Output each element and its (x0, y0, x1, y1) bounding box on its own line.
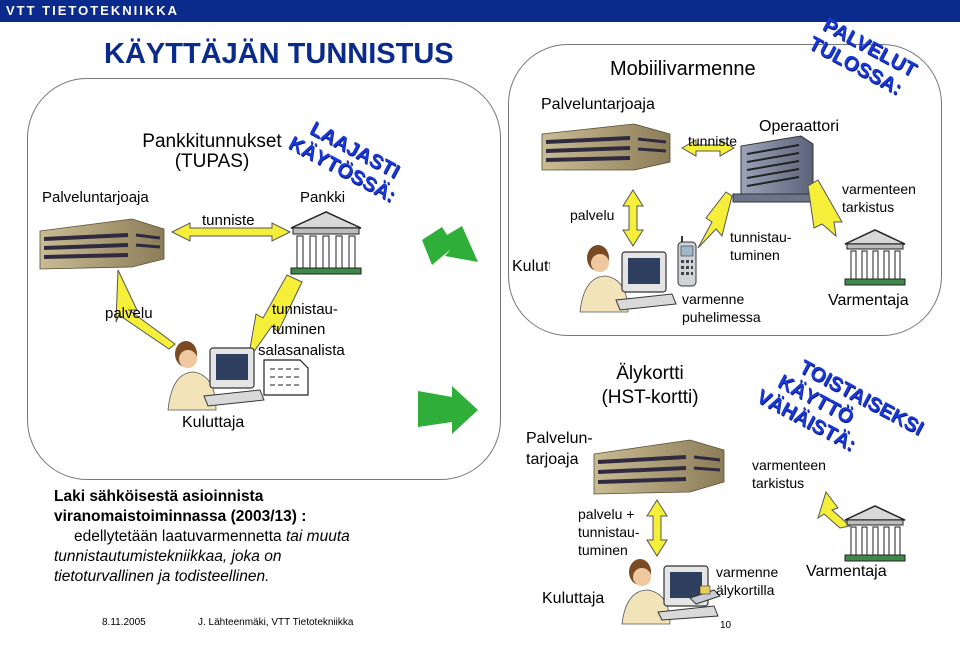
mobile-identifier-arrow (680, 139, 736, 157)
smartcard-service-provider: Palvelun- tarjoaja (526, 428, 593, 470)
smartcard-service-auth-line1: palvelu + (578, 506, 635, 522)
mobile-cert-phone-line1: varmenne (682, 291, 745, 307)
office-building-icon (593, 439, 725, 495)
mobile-operator-label: Operaattori (759, 118, 840, 135)
tupas-user-label: Kuluttaja (182, 414, 245, 431)
user-computer-icon (579, 245, 677, 313)
mobile-auth-arrow (697, 191, 733, 249)
mobile-cert-check-line1: varmenteen (842, 181, 916, 197)
mobile-auth-line1: tunnistau- (730, 229, 792, 245)
smartcard-service-provider-line2: tarjoaja (526, 451, 579, 468)
mobile-identifier-label: tunniste (688, 133, 738, 149)
law-line4: tunnistautumistekniikkaa, joka on (54, 547, 474, 567)
smartcard-service-auth-line2: tunnistau- (578, 524, 640, 540)
smartcard-cert-card-line2: älykortilla (716, 582, 775, 598)
tupas-title: Pankkitunnukset (TUPAS) (122, 132, 302, 172)
header-bar (0, 0, 960, 22)
tupas-auth-line2: tuminen (272, 321, 326, 338)
smartcard-cert-card-label: varmenne älykortilla (716, 563, 778, 599)
smartcard-cert-check-label: varmenteen tarkistus (752, 456, 826, 492)
mobile-phone-icon (677, 236, 697, 287)
law-line3: edellytetään laatuvarmennetta tai muuta (54, 527, 474, 547)
mobile-user-label: Kuluttaja (512, 258, 550, 275)
tupas-title-line2: (TUPAS) (174, 151, 250, 172)
law-line3-italic: tai muuta (285, 528, 350, 545)
footer-author: J. Lähteenmäki, VTT Tietotekniikka (198, 617, 354, 628)
org-name: VTT TIETOTEKNIIKKA (6, 3, 179, 18)
mobile-service-label: palvelu (570, 207, 615, 223)
mobile-cert-check-label: varmenteen tarkistus (842, 180, 916, 216)
smartcard-service-arrow (646, 499, 668, 557)
transition-arrow-2 (418, 386, 478, 434)
mobile-cert-phone-line2: puhelimessa (682, 309, 761, 325)
office-building-icon (39, 218, 165, 270)
tupas-identifier-label: tunniste (202, 212, 255, 229)
smartcard-service-auth-line3: tuminen (578, 542, 628, 558)
smartcard-cert-check-line2: tarkistus (752, 475, 805, 491)
smartcard-service-provider-line1: Palvelun- (526, 430, 593, 447)
law-line5-italic: tietoturvallinen ja todisteellinen. (54, 568, 270, 585)
law-text: Laki sähköisestä asioinnista viranomaist… (54, 487, 474, 587)
password-list-label: salasanalista (258, 342, 345, 359)
mobile-title: Mobiilivarmenne (610, 58, 756, 80)
bank-building-icon (844, 229, 906, 286)
tupas-auth-arrow (247, 274, 303, 361)
tupas-title-line1: Pankkitunnukset (142, 131, 282, 152)
footer-page-number: 10 (720, 620, 732, 631)
smartcard-reader-icon (689, 585, 721, 605)
user-computer-icon (167, 341, 265, 411)
mobile-cert-check-arrow (807, 179, 843, 238)
operator-building-icon (732, 135, 820, 203)
smartcard-service-auth-label: palvelu + tunnistau- tuminen (578, 505, 639, 559)
mobile-cert-check-line2: tarkistus (842, 199, 895, 215)
smartcard-title: Älykortti (HST-kortti) (580, 362, 720, 410)
smartcard-verifier-label: Varmentaja (806, 563, 887, 580)
mobile-service-provider: Palveluntarjoaja (541, 96, 655, 113)
office-building-icon (541, 123, 671, 171)
mobile-auth-line2: tuminen (730, 247, 780, 263)
tupas-auth-label: tunnistau- tuminen (272, 300, 338, 340)
mobile-auth-label: tunnistau- tuminen (730, 228, 791, 264)
smartcard-title-line2: (HST-kortti) (601, 387, 699, 408)
smartcard-cert-check-line1: varmenteen (752, 457, 826, 473)
mobile-cert-phone-label: varmenne puhelimessa (682, 290, 761, 326)
smartcard-title-line1: Älykortti (616, 363, 684, 384)
smartcard-cert-check-arrow (817, 490, 852, 529)
tupas-service-arrow (115, 269, 176, 350)
page-title: KÄYTTÄJÄN TUNNISTUS (104, 38, 454, 70)
law-line5: tietoturvallinen ja todisteellinen. (54, 567, 474, 587)
user-computer-icon (621, 559, 719, 625)
tupas-identifier-arrow (170, 222, 292, 242)
law-line2: viranomaistoiminnassa (2003/13) : (54, 508, 307, 525)
smartcard-cert-card-line1: varmenne (716, 564, 779, 580)
tupas-auth-line1: tunnistau- (272, 301, 338, 318)
law-line4-italic: tunnistautumistekniikkaa, joka on (54, 548, 282, 565)
smartcard-user-label: Kuluttaja (542, 590, 605, 607)
bank-building-icon (844, 505, 906, 562)
mobile-panel (508, 44, 942, 336)
transition-arrow-1 (422, 226, 478, 265)
law-line1: Laki sähköisestä asioinnista (54, 488, 264, 505)
tupas-service-provider: Palveluntarjoaja (42, 189, 149, 206)
tupas-bank-label: Pankki (300, 189, 346, 206)
password-list-icon (263, 359, 309, 396)
tupas-service-label: palvelu (105, 305, 153, 322)
footer-date: 8.11.2005 (102, 617, 146, 628)
mobile-verifier-label: Varmentaja (828, 292, 909, 309)
mobile-service-arrow (622, 189, 644, 247)
law-line3-plain: edellytetään laatuvarmennetta (74, 528, 286, 545)
bank-building-icon (290, 211, 362, 275)
